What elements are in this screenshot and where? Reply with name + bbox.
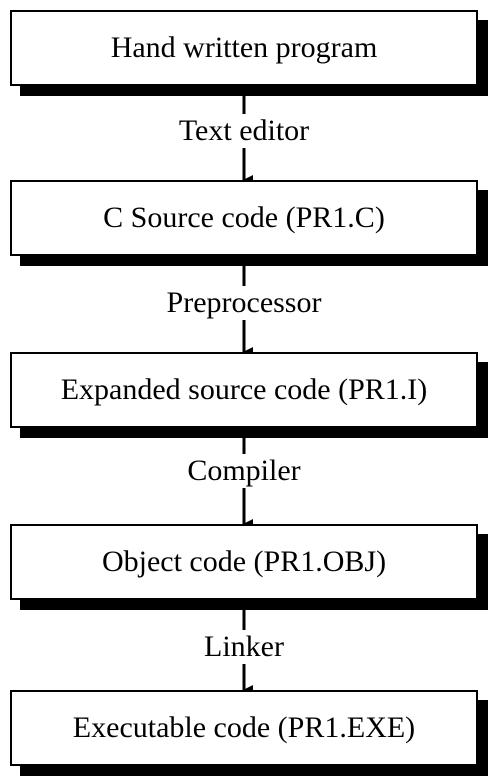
step-executable-code: Executable code (PR1.EXE) (10, 690, 478, 766)
transition-text-editor: Text editor (174, 114, 314, 148)
step-label: Hand written program (110, 31, 378, 64)
step-expanded-source-code: Expanded source code (PR1.I) (10, 352, 478, 428)
step-object-code: Object code (PR1.OBJ) (10, 524, 478, 600)
step-label: Object code (PR1.OBJ) (101, 545, 387, 578)
step-label: C Source code (PR1.C) (103, 201, 385, 234)
step-label: Executable code (PR1.EXE) (72, 711, 416, 744)
step-hand-written-program: Hand written program (10, 10, 478, 86)
transition-preprocessor: Preprocessor (162, 286, 326, 320)
transition-linker: Linker (200, 630, 288, 664)
transition-compiler: Compiler (183, 454, 305, 488)
step-c-source-code: C Source code (PR1.C) (10, 180, 478, 256)
step-label: Expanded source code (PR1.I) (60, 373, 428, 406)
